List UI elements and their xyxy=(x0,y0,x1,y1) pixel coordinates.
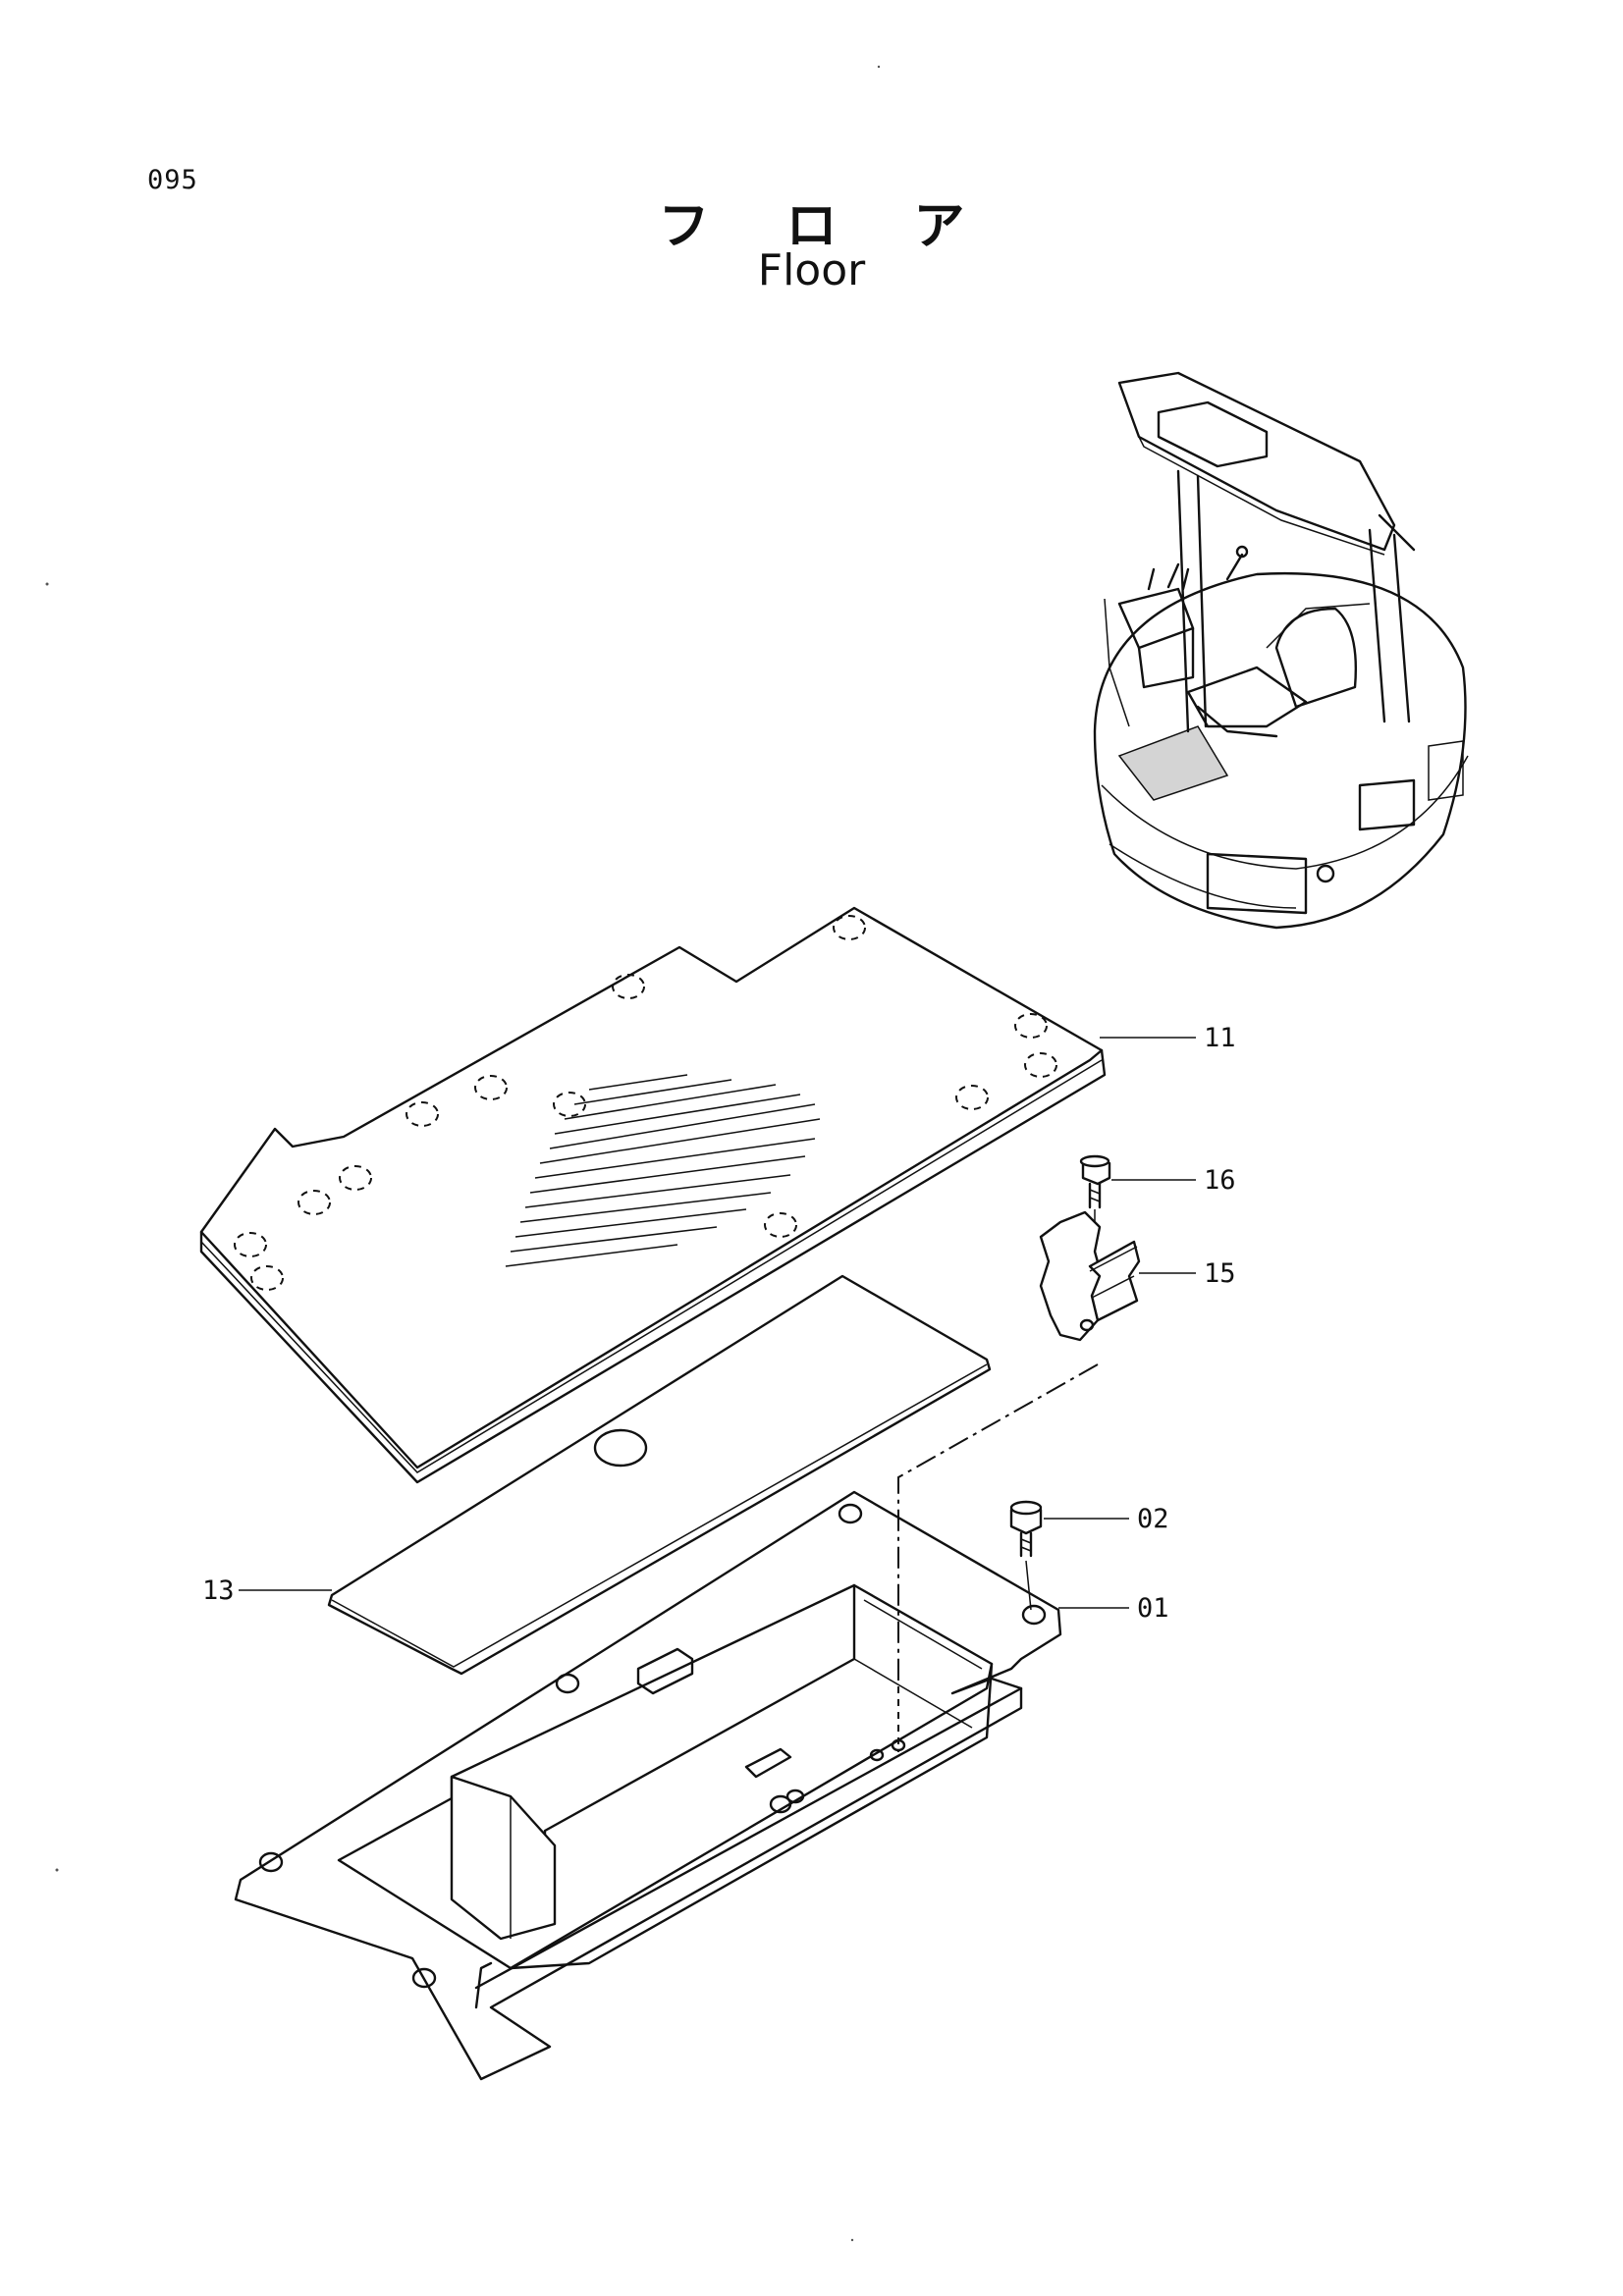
callout-15: 15 xyxy=(1139,1258,1236,1289)
page-title-japanese: フロア xyxy=(658,197,1042,256)
svg-text:02: 02 xyxy=(1137,1504,1169,1534)
assembly-guide-lines xyxy=(897,1209,1099,1752)
scan-speck xyxy=(877,65,881,69)
cover-plate-part-13 xyxy=(327,1274,992,1676)
page-title-english: Floor xyxy=(757,245,866,295)
svg-text:15: 15 xyxy=(1204,1258,1236,1289)
bolt-part-16 xyxy=(1079,1154,1111,1209)
callout-11: 11 xyxy=(1100,1023,1236,1053)
svg-text:01: 01 xyxy=(1137,1593,1169,1624)
callout-16: 16 xyxy=(1111,1165,1236,1196)
callout-02: 02 xyxy=(1044,1504,1169,1534)
callout-13: 13 xyxy=(202,1575,332,1606)
callout-01: 01 xyxy=(1058,1593,1169,1624)
clamp-part-15 xyxy=(1039,1210,1141,1342)
svg-text:16: 16 xyxy=(1204,1165,1236,1196)
scan-speck xyxy=(45,582,49,586)
svg-text:13: 13 xyxy=(202,1575,235,1606)
bolt-part-02 xyxy=(1009,1500,1043,1558)
floor-mat-part-11 xyxy=(199,906,1107,1484)
floor-frame-part-01 xyxy=(234,1490,1062,2081)
machine-overview-illustration xyxy=(1093,371,1469,930)
scan-speck xyxy=(850,2238,854,2242)
svg-text:11: 11 xyxy=(1204,1023,1236,1053)
scan-speck xyxy=(55,1868,59,1872)
page-number: 095 xyxy=(147,165,198,195)
